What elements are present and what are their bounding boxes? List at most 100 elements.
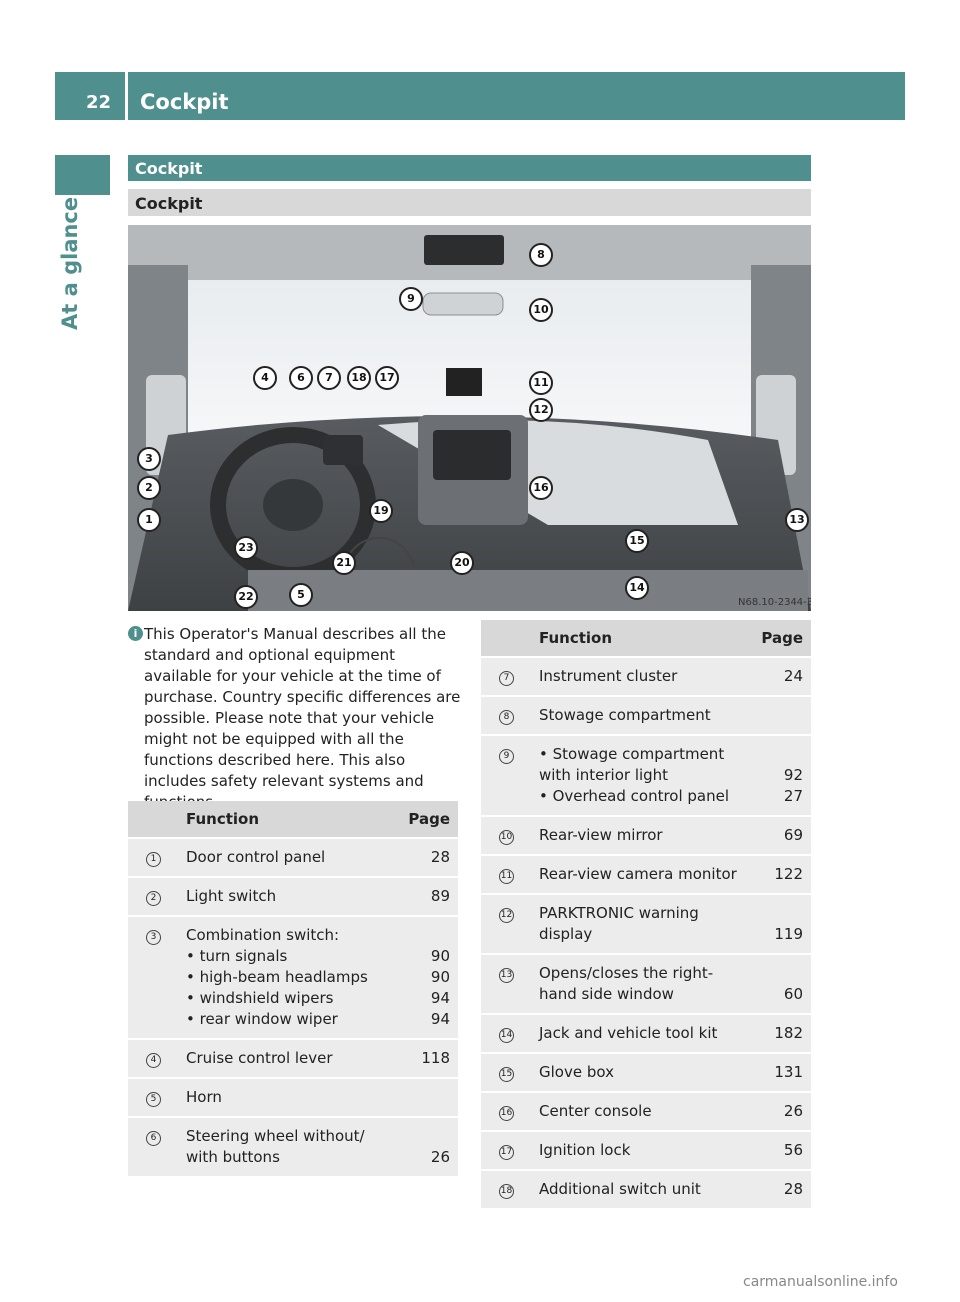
item-number: 1 (128, 837, 179, 877)
page-reference[interactable] (398, 925, 450, 946)
callout-marker-17: 17 (375, 366, 399, 390)
page-reference[interactable] (751, 705, 803, 726)
callout-marker-9: 9 (399, 287, 423, 311)
function-line: Instrument cluster (539, 667, 678, 685)
page-reference[interactable]: 24 (783, 667, 803, 685)
callout-marker-23: 23 (234, 536, 258, 560)
page-reference[interactable]: 131 (774, 1063, 803, 1081)
item-function: Door control panel (179, 837, 398, 877)
page-reference[interactable]: 69 (783, 826, 803, 844)
function-line: Opens/closes the right- (539, 964, 714, 982)
info-note: i This Operator's Manual describes all t… (128, 624, 463, 813)
page-reference[interactable]: 56 (783, 1141, 803, 1159)
page-reference[interactable]: 89 (430, 887, 450, 905)
page-reference[interactable] (398, 1087, 450, 1108)
page-reference[interactable]: 26 (430, 1148, 450, 1166)
page-reference[interactable] (751, 744, 803, 765)
item-number: 10 (481, 815, 532, 855)
callout-marker-7: 7 (317, 366, 341, 390)
callout-marker-15: 15 (625, 529, 649, 553)
item-page: 28 (398, 837, 458, 877)
item-number: 5 (128, 1077, 179, 1117)
page-reference[interactable]: 94 (430, 1010, 450, 1028)
item-number-badge: 8 (499, 710, 514, 725)
page-reference[interactable]: 60 (783, 985, 803, 1003)
item-number: 15 (481, 1052, 532, 1092)
function-line: with buttons (186, 1148, 280, 1166)
col-number-header (128, 801, 179, 838)
callout-marker-14: 14 (625, 576, 649, 600)
cockpit-illustration: N68.10-2344-31 (128, 225, 811, 611)
item-number: 18 (481, 1169, 532, 1208)
callout-marker-20: 20 (450, 551, 474, 575)
page-reference[interactable]: 94 (430, 989, 450, 1007)
page-reference[interactable]: 182 (774, 1024, 803, 1042)
header-divider (125, 72, 128, 120)
page-number: 22 (86, 92, 112, 113)
function-line: • high-beam headlamps (186, 968, 368, 986)
item-number-badge: 10 (499, 830, 514, 845)
item-number-badge: 2 (146, 891, 161, 906)
callout-marker-8: 8 (529, 243, 553, 267)
item-number-badge: 3 (146, 930, 161, 945)
page-reference[interactable]: 92 (783, 766, 803, 784)
item-number-badge: 12 (499, 908, 514, 923)
function-line: PARKTRONIC warning (539, 904, 699, 922)
table-row: 2 Light switch 89 (128, 876, 458, 916)
item-function: Ignition lock (532, 1130, 751, 1170)
section-title: Cockpit (135, 159, 203, 178)
page-reference[interactable]: 28 (430, 848, 450, 866)
page-reference[interactable]: 27 (783, 787, 803, 805)
callout-marker-19: 19 (369, 499, 393, 523)
function-line: Center console (539, 1102, 652, 1120)
function-line: Steering wheel without/ (186, 1127, 365, 1145)
page-reference[interactable]: 26 (783, 1102, 803, 1120)
callout-marker-11: 11 (529, 371, 553, 395)
function-line: • Stowage compartment (539, 745, 725, 763)
cockpit-photo: N68.10-2344-31 1234567891011121314151617… (128, 225, 811, 611)
function-line: Light switch (186, 887, 277, 905)
page-reference[interactable]: 90 (430, 947, 450, 965)
col-function-header: Function (532, 620, 751, 657)
item-page: 26 (751, 1091, 811, 1131)
item-number-badge: 11 (499, 869, 514, 884)
section-title-bar: Cockpit (128, 155, 811, 181)
col-function-header: Function (179, 801, 398, 838)
item-number-badge: 16 (499, 1106, 514, 1121)
table-row: 7 Instrument cluster 24 (481, 656, 811, 696)
page-reference[interactable]: 118 (421, 1049, 450, 1067)
page-reference[interactable]: 90 (430, 968, 450, 986)
page-reference[interactable] (751, 903, 803, 924)
item-page: 60 (751, 953, 811, 1014)
page-reference[interactable]: 119 (774, 925, 803, 943)
function-line: Rear-view camera monitor (539, 865, 737, 883)
item-function: Horn (179, 1077, 398, 1117)
callout-marker-16: 16 (529, 476, 553, 500)
item-number: 7 (481, 656, 532, 696)
item-function: Rear-view mirror (532, 815, 751, 855)
function-line: • turn signals (186, 947, 288, 965)
item-function: Stowage compartment (532, 695, 751, 735)
callout-marker-21: 21 (332, 551, 356, 575)
item-page: 131 (751, 1052, 811, 1092)
page-reference[interactable] (751, 963, 803, 984)
page-header-bar (55, 72, 905, 120)
page-reference[interactable]: 122 (774, 865, 803, 883)
item-page: 119 (751, 893, 811, 954)
col-page-header: Page (398, 801, 458, 838)
page-reference[interactable] (398, 1126, 450, 1147)
function-line: • rear window wiper (186, 1010, 338, 1028)
page-reference[interactable]: 28 (783, 1180, 803, 1198)
